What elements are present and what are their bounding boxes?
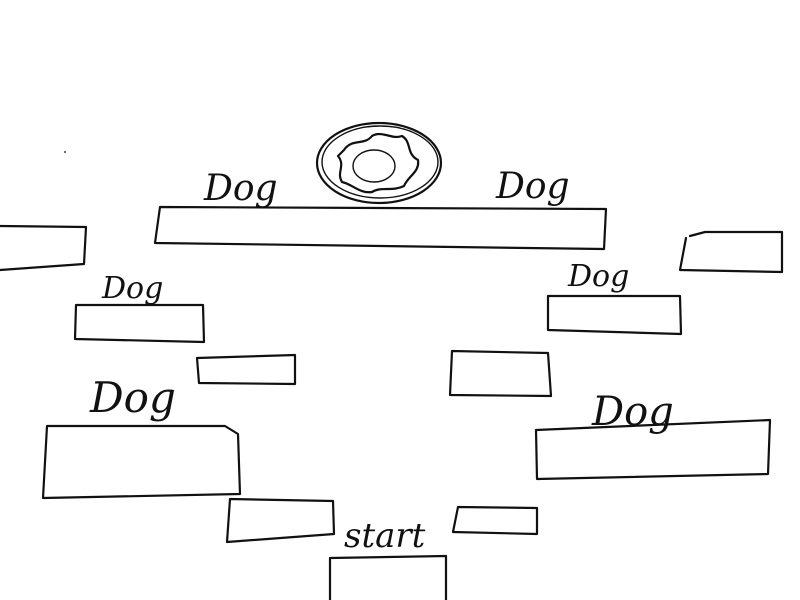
platform-bottom-left (225, 497, 336, 544)
enemy-dog-right-lower: Dog (591, 389, 674, 435)
platform-bottom-right (451, 505, 539, 536)
enemy-dog-left-upper: Dog (101, 271, 163, 306)
platform-right-upper (546, 294, 683, 336)
donut-icon (315, 121, 443, 205)
platform-left-step (195, 353, 297, 386)
enemy-dog-top-left: Dog (203, 168, 278, 209)
platform-left-edge (0, 224, 88, 272)
enemy-dog-left-lower: Dog (89, 373, 176, 422)
stray-dot (64, 151, 66, 153)
enemy-dog-right-upper: Dog (567, 259, 629, 294)
start-platform (328, 554, 448, 600)
platform-right-step (448, 349, 553, 398)
platform-left-upper (73, 303, 206, 344)
platform-left-lower (41, 424, 242, 500)
platform-right-lower (534, 418, 772, 481)
enemy-dog-top-right: Dog (495, 166, 570, 207)
platform-top (153, 205, 608, 251)
start-label: start (344, 516, 426, 556)
platform-right-edge (678, 230, 784, 274)
